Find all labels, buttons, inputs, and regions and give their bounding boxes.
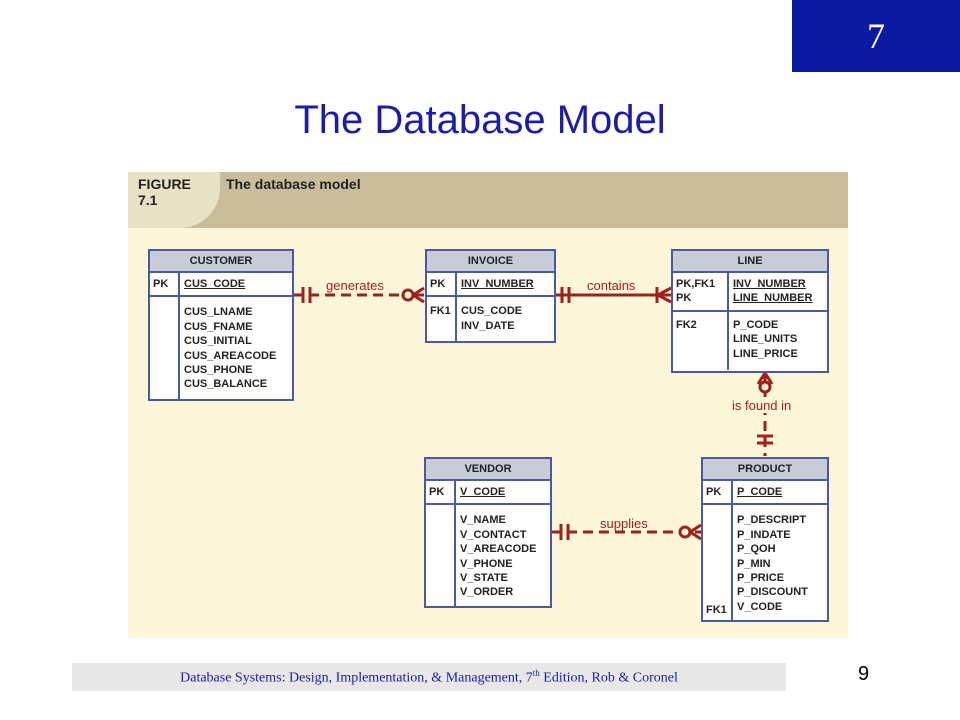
attribute: P_DESCRIPT <box>737 514 807 527</box>
figure-panel: FIGURE 7.1 The database model generates … <box>128 172 848 638</box>
attribute: V_CODE <box>737 600 783 613</box>
attribute: CUS_FNAME <box>184 320 253 333</box>
key-label: FK2 <box>673 311 729 370</box>
attribute: P_DISCOUNT <box>737 586 808 599</box>
key-label: PK <box>426 481 456 504</box>
pk-attribute: LINE_NUMBER <box>733 292 813 305</box>
attribute: V_PHONE <box>460 557 513 570</box>
pk-attribute: INV_NUMBER <box>461 278 534 290</box>
rel-generates <box>293 286 425 304</box>
entity-invoice: INVOICE PK INV_NUMBER FK1 CUS_CODE INV_D… <box>425 249 556 343</box>
rel-supplies <box>551 523 702 541</box>
figure-label-tab <box>128 172 220 228</box>
pk-row: PK CUS_CODE <box>150 273 292 298</box>
attribute: V_STATE <box>460 572 508 585</box>
pk-attribute: V_CODE <box>460 486 506 498</box>
rel-is-found-in <box>756 372 774 456</box>
key-label: PK <box>703 481 733 504</box>
footer-text-main: Database Systems: Design, Implementation… <box>180 670 533 686</box>
entity-name: PRODUCT <box>703 459 827 481</box>
entity-name: INVOICE <box>427 251 554 273</box>
rel-supplies-label: supplies <box>600 516 648 531</box>
figure-label: FIGURE 7.1 <box>138 176 191 208</box>
attribute-row: FK2 P_CODE LINE_UNITS LINE_PRICE <box>673 311 827 370</box>
figure-header: FIGURE 7.1 The database model <box>128 172 848 228</box>
rel-is-found-in-label: is found in <box>732 398 791 413</box>
attribute-row: V_NAME V_CONTACT V_AREACODE V_PHONE V_ST… <box>426 505 550 607</box>
attribute: CUS_LNAME <box>184 306 253 319</box>
entity-name: LINE <box>673 251 827 273</box>
key-label: PK <box>427 273 457 296</box>
key-label <box>150 297 180 400</box>
footer-bar <box>72 663 786 691</box>
key-label: FK1 <box>427 297 457 342</box>
key-label-2: PK <box>676 292 692 304</box>
entity-product: PRODUCT PK P_CODE FK1 P_DESCRIPT P_INDAT… <box>701 457 829 622</box>
key-label: PK <box>150 273 180 296</box>
attribute: V_AREACODE <box>460 543 537 556</box>
attribute: V_NAME <box>460 514 506 527</box>
pk-row: PK V_CODE <box>426 481 550 506</box>
rel-is-found-in-label-bg <box>728 397 802 413</box>
rel-contains <box>555 286 672 304</box>
page-number: 9 <box>858 663 870 685</box>
key-label <box>426 505 456 607</box>
attribute: P_INDATE <box>737 528 791 541</box>
pk-row: PK P_CODE <box>703 481 827 506</box>
pk-row: PK INV_NUMBER <box>427 273 554 298</box>
attribute: P_CODE <box>733 318 779 331</box>
entity-customer: CUSTOMER PK CUS_CODE CUS_LNAME CUS_FNAME… <box>148 249 294 401</box>
footer-citation: Database Systems: Design, Implementation… <box>72 668 786 687</box>
pk-attribute: P_CODE <box>737 486 783 498</box>
attribute-row: FK1 P_DESCRIPT P_INDATE P_QOH P_MIN P_PR… <box>703 505 827 621</box>
attribute: CUS_PHONE <box>184 364 253 377</box>
footer-text-end: Edition, Rob & Coronel <box>539 670 678 686</box>
attribute: CUS_INITIAL <box>184 335 252 348</box>
figure-label-number: 7.1 <box>138 192 158 208</box>
pk-attribute: INV_NUMBER <box>733 278 806 290</box>
slide-title: The Database Model <box>294 98 666 142</box>
rel-generates-label: generates <box>326 278 384 293</box>
attribute: V_CONTACT <box>460 528 527 541</box>
pk-attribute: CUS_CODE <box>184 278 246 290</box>
figure-caption: The database model <box>226 176 361 192</box>
attribute: V_ORDER <box>460 586 514 599</box>
attribute: P_QOH <box>737 543 776 556</box>
attribute: CUS_AREACODE <box>184 349 277 362</box>
attribute: CUS_CODE <box>461 305 523 318</box>
entity-vendor: VENDOR PK V_CODE V_NAME V_CONTACT V_AREA… <box>424 457 552 608</box>
footer-superscript: th <box>532 668 540 678</box>
attribute: CUS_BALANCE <box>184 378 268 391</box>
entity-name: CUSTOMER <box>150 251 292 273</box>
chapter-number: 7 <box>867 16 885 56</box>
key-label: FK1 <box>703 505 733 621</box>
attribute-row: FK1 CUS_CODE INV_DATE <box>427 297 554 342</box>
attribute: INV_DATE <box>461 319 515 332</box>
attribute: LINE_PRICE <box>733 347 798 360</box>
chapter-number-box: 7 <box>792 0 960 72</box>
rel-contains-label: contains <box>587 278 636 293</box>
attribute: P_MIN <box>737 557 771 570</box>
entity-name: VENDOR <box>426 459 550 481</box>
figure-label-word: FIGURE <box>138 176 191 192</box>
fk-label: FK1 <box>706 604 727 617</box>
attribute: P_PRICE <box>737 572 785 585</box>
relationship-lines: generates contains is found in <box>293 278 802 541</box>
attribute: LINE_UNITS <box>733 333 798 346</box>
key-label-1: PK,FK1 <box>676 278 716 290</box>
attribute-row: CUS_LNAME CUS_FNAME CUS_INITIAL CUS_AREA… <box>150 297 292 400</box>
